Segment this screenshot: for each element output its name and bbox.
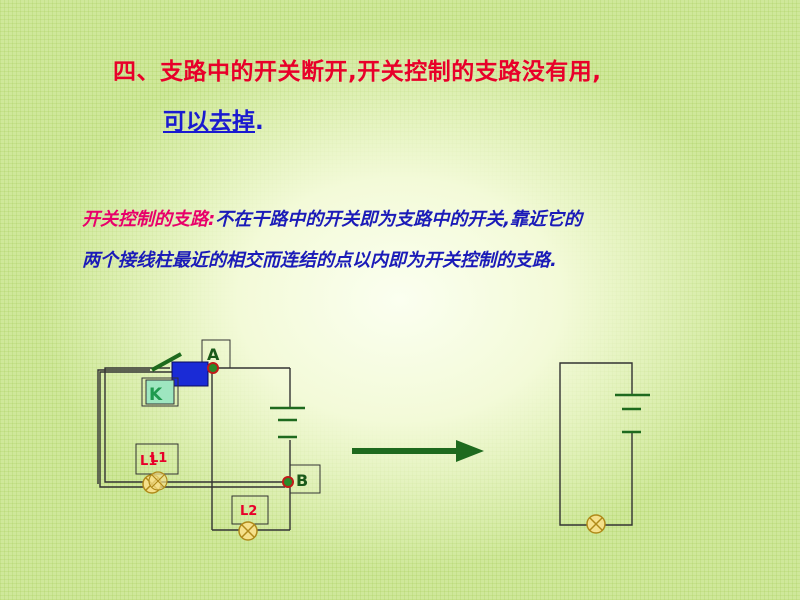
switch-label-box-inner	[145, 379, 175, 405]
lamp2-label: L2	[240, 504, 257, 519]
switch-label-box	[141, 377, 179, 407]
lamp-right-icon	[586, 514, 606, 534]
right-circuit-wires	[559, 362, 633, 526]
lamp1-label-overlap: L1	[150, 451, 167, 466]
definition-line-2: 两个接线柱最近的相交而连结的点以内即为开关控制的支路.	[82, 250, 557, 271]
battery-right	[615, 393, 650, 434]
lamp2-icon	[238, 521, 258, 541]
title-underlined-text: 可以去掉	[163, 109, 255, 135]
arrow-right-icon	[352, 440, 484, 462]
lamp1-label: L1	[140, 454, 157, 469]
point-b-label: B	[296, 471, 308, 490]
lamp1-icon	[142, 471, 168, 494]
left-circuit: A B K L1 L1	[97, 339, 321, 541]
switch-branch-wires	[97, 367, 291, 531]
definition-label: 开关控制的支路:	[82, 209, 216, 230]
switch-body	[171, 361, 209, 387]
right-circuit	[559, 362, 650, 534]
switch-label: K	[149, 385, 163, 405]
definition-line-1: 开关控制的支路:不在干路中的开关即为支路中的开关,靠近它的	[82, 205, 582, 231]
switch-lever	[151, 352, 182, 372]
definition-text-1: 不在干路中的开关即为支路中的开关,靠近它的	[215, 209, 583, 230]
node-a-dot	[207, 362, 219, 374]
point-a-label: A	[207, 345, 220, 364]
title-line-2: 可以去掉.	[163, 102, 264, 136]
title-period: .	[255, 109, 264, 135]
title-line-1: 四、支路中的开关断开,开关控制的支路没有用,	[113, 59, 602, 85]
node-b-dot	[282, 476, 294, 488]
battery-left	[270, 406, 305, 439]
